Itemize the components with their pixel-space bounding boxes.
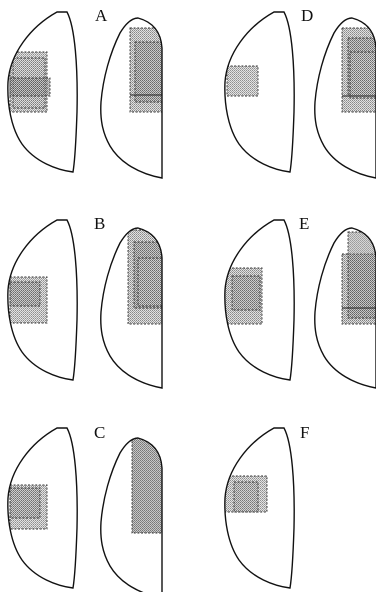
lateral-view-d	[224, 11, 295, 173]
lateral-view-a	[7, 11, 78, 173]
lesion-region	[9, 77, 51, 97]
medial-view-a	[100, 17, 163, 179]
panel-label-d: D	[301, 6, 313, 25]
lesion-region	[134, 41, 162, 103]
lesion-region	[231, 275, 261, 311]
lateral-view-c	[7, 427, 78, 589]
panel-c: C	[7, 423, 163, 592]
medial-view-e	[314, 227, 376, 389]
panel-a: A	[7, 6, 163, 179]
panel-label-b: B	[94, 214, 105, 233]
lateral-view-b	[7, 219, 78, 381]
medial-view-b	[100, 227, 163, 389]
lateral-view-f	[224, 427, 295, 589]
panel-b: B	[7, 214, 163, 389]
panel-f: F	[224, 423, 309, 589]
lesion-region	[131, 438, 162, 534]
lesion-region	[233, 481, 259, 513]
lateral-view-e	[224, 219, 295, 381]
lesion-region	[137, 257, 162, 307]
panel-e: E	[224, 214, 376, 389]
lesion-region	[9, 487, 41, 519]
lesion-region	[349, 51, 376, 99]
medial-view-d	[314, 17, 376, 179]
panel-label-e: E	[299, 214, 309, 233]
medial-view-c	[100, 437, 163, 592]
panel-d: D	[224, 6, 376, 179]
lesion-region	[347, 231, 376, 319]
panel-label-f: F	[300, 423, 309, 442]
panel-label-a: A	[95, 6, 108, 25]
panel-label-c: C	[94, 423, 105, 442]
lesion-region	[9, 281, 41, 307]
lesion-region	[226, 65, 259, 97]
